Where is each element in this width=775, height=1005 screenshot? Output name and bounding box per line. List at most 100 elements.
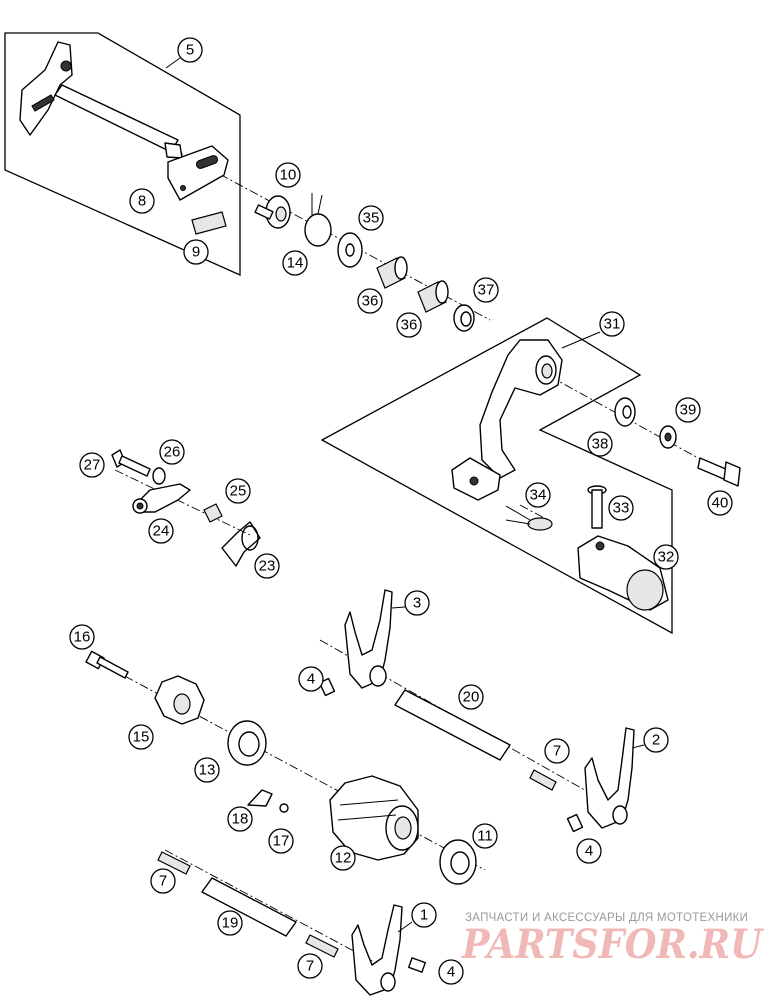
svg-text:9: 9 — [192, 244, 200, 261]
svg-text:15: 15 — [133, 729, 150, 746]
bolt-part-16 — [85, 650, 129, 679]
bearing-part-36-b — [417, 280, 449, 313]
callout-23: 23 — [254, 553, 280, 579]
svg-text:16: 16 — [74, 629, 91, 646]
bushing-part-25 — [203, 503, 223, 523]
callout-24: 24 — [148, 518, 174, 544]
locking-lever-part-18 — [247, 789, 273, 807]
roller-part-4-b — [566, 813, 584, 833]
callout-4-b: 4 — [576, 838, 602, 864]
svg-text:26: 26 — [164, 444, 181, 461]
svg-text:18: 18 — [232, 811, 249, 828]
svg-text:5: 5 — [186, 42, 194, 59]
svg-text:23: 23 — [259, 558, 276, 575]
callout-33: 33 — [608, 495, 634, 521]
callout-39: 39 — [675, 397, 701, 423]
callout-7-a: 7 — [544, 738, 570, 764]
spring-clip-part-34 — [505, 505, 553, 531]
callout-36-b: 36 — [396, 312, 422, 338]
svg-text:1: 1 — [420, 907, 428, 924]
svg-text:19: 19 — [222, 915, 239, 932]
svg-text:33: 33 — [613, 500, 630, 517]
callout-19: 19 — [217, 910, 243, 936]
callout-18: 18 — [227, 806, 253, 832]
callout-32: 32 — [653, 544, 679, 570]
callout-1: 1 — [397, 902, 437, 933]
callout-4-c: 4 — [438, 959, 464, 985]
svg-text:4: 4 — [447, 964, 455, 981]
callout-12: 12 — [330, 845, 356, 871]
watermark-brand: PARTSFOR.RU — [461, 921, 764, 968]
shift-fork-part-2 — [584, 727, 635, 829]
svg-text:25: 25 — [230, 483, 247, 500]
callout-7-b: 7 — [150, 868, 176, 894]
callout-38: 38 — [587, 431, 613, 457]
callout-16: 16 — [69, 624, 95, 650]
bearing-part-36-a — [376, 256, 408, 289]
svg-text:20: 20 — [463, 689, 480, 706]
detent-lever-part-24 — [132, 483, 191, 514]
callout-25: 25 — [225, 478, 251, 504]
roller-part-4-a — [318, 677, 336, 697]
bearing-part-13 — [227, 720, 267, 766]
callout-8: 8 — [129, 188, 155, 214]
callout-20: 20 — [458, 684, 484, 710]
svg-text:24: 24 — [153, 523, 170, 540]
callout-31: 31 — [561, 311, 625, 349]
callout-34: 34 — [525, 482, 551, 508]
shift-star-part-15 — [154, 675, 205, 725]
spring-part-7-b — [157, 851, 191, 875]
fork-shaft-part-19 — [201, 877, 297, 937]
spring-part-23 — [221, 521, 261, 567]
washer-part-38 — [614, 397, 636, 427]
callout-17: 17 — [268, 828, 294, 854]
seal-part-37 — [453, 304, 475, 332]
callout-3: 3 — [391, 590, 430, 616]
callout-35: 35 — [358, 205, 384, 231]
screw-part-17 — [279, 803, 289, 813]
svg-text:7: 7 — [306, 958, 314, 975]
shift-fork-part-1 — [351, 904, 403, 996]
spring-part-9 — [191, 211, 227, 235]
svg-text:27: 27 — [84, 457, 101, 474]
callout-11: 11 — [472, 823, 498, 849]
callout-4-a: 4 — [298, 666, 324, 692]
shift-plate-part — [167, 145, 229, 201]
bearing-part-11 — [439, 839, 477, 885]
callout-7-c: 7 — [297, 953, 323, 979]
svg-text:4: 4 — [585, 843, 593, 860]
footrest-part-32 — [577, 535, 669, 611]
clip-part-14 — [304, 193, 332, 247]
washer-part-35 — [337, 232, 363, 268]
svg-text:2: 2 — [652, 732, 660, 749]
group-frame-shift-lever — [320, 317, 673, 635]
fork-shaft-part-20 — [394, 689, 511, 761]
callout-15: 15 — [128, 724, 154, 750]
svg-text:36: 36 — [362, 293, 379, 310]
bolt-part-27 — [111, 449, 151, 477]
svg-text:14: 14 — [287, 255, 304, 272]
svg-text:4: 4 — [307, 671, 315, 688]
pin-part-33 — [587, 485, 607, 529]
svg-text:12: 12 — [335, 850, 352, 867]
callout-13: 13 — [194, 757, 220, 783]
svg-text:31: 31 — [604, 316, 621, 333]
svg-text:3: 3 — [413, 595, 421, 612]
svg-text:37: 37 — [478, 282, 495, 299]
svg-text:32: 32 — [658, 549, 675, 566]
svg-text:7: 7 — [159, 873, 167, 890]
callout-26: 26 — [159, 439, 185, 465]
svg-text:10: 10 — [280, 167, 297, 184]
callout-27: 27 — [79, 452, 105, 478]
callout-37: 37 — [473, 277, 499, 303]
svg-text:39: 39 — [680, 402, 697, 419]
svg-text:38: 38 — [592, 436, 609, 453]
shift-lever-part — [451, 339, 563, 501]
callout-14: 14 — [282, 250, 308, 276]
svg-text:7: 7 — [553, 743, 561, 760]
callout-5: 5 — [165, 37, 203, 69]
watermark-tagline: ЗАПЧАСТИ И АКСЕССУАРЫ ДЛЯ МОТОТЕХНИКИ — [465, 912, 748, 924]
svg-text:13: 13 — [199, 762, 216, 779]
spring-part-7-a — [529, 769, 557, 791]
